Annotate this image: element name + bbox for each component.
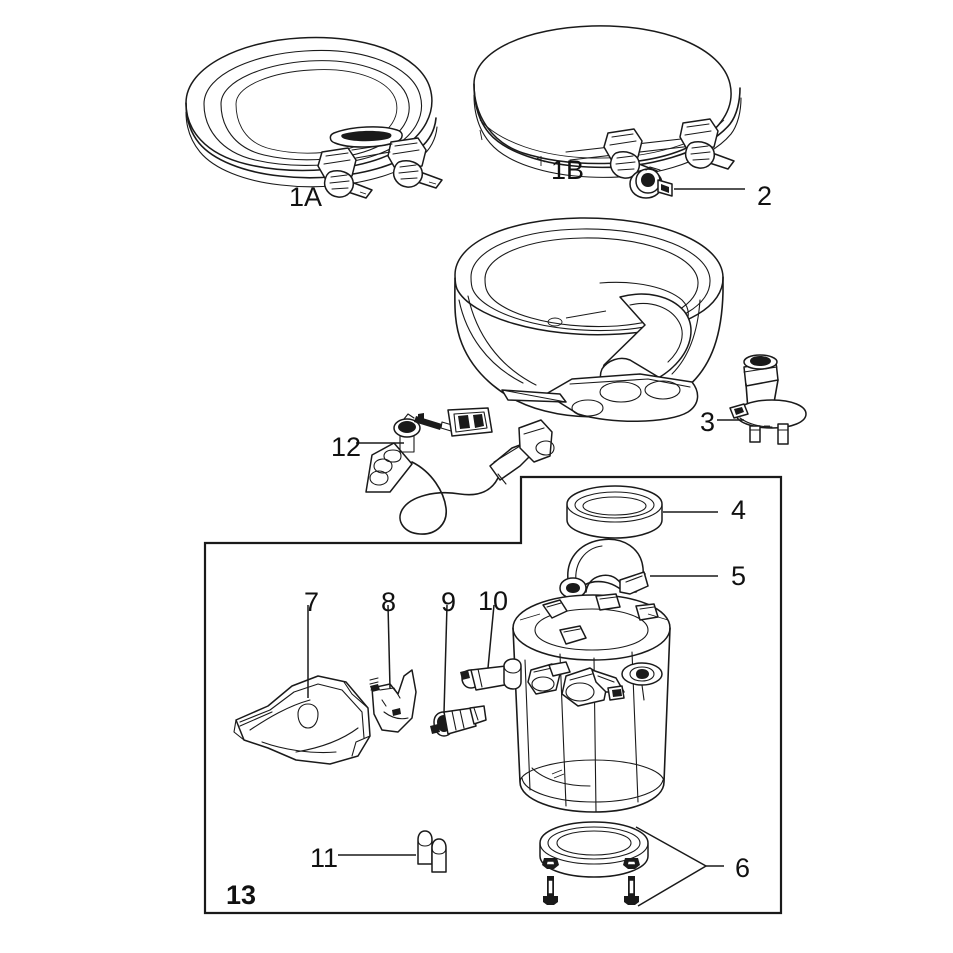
part-toilet-seat-lid-1a [185, 36, 443, 199]
part-foot-pedal-7 [233, 675, 371, 765]
part-pedal-bracket-8 [369, 669, 417, 733]
seat-hinge-right-1a [387, 137, 443, 189]
callout-label-1a: 1A [289, 182, 323, 212]
part-mounting-nuts-6 [542, 858, 640, 869]
part-bowl-seal-ring-4 [566, 485, 663, 539]
callout-label-2: 2 [757, 181, 773, 211]
callout-label-10: 10 [478, 586, 509, 616]
part-floor-seal-ring-6 [539, 821, 649, 878]
part-bushing-9 [430, 705, 487, 737]
callout-label-12: 12 [331, 432, 362, 462]
seat-hinge-right-1b [679, 118, 735, 170]
leader-10 [487, 604, 495, 669]
callout-label-11: 11 [310, 843, 339, 873]
leader-9 [443, 604, 448, 714]
part-water-valve-3 [729, 354, 807, 445]
part-valve-cover-5 [559, 538, 649, 599]
callout-label-6: 6 [735, 853, 751, 883]
callout-label-9: 9 [441, 587, 457, 617]
leader-8 [387, 604, 391, 689]
seat-hinge-left-1a [317, 147, 373, 199]
group-13-box-outline [203, 475, 783, 915]
part-mounting-bolts-6 [543, 876, 639, 905]
callout-label-13: 13 [226, 880, 257, 910]
leader-lines [307, 188, 745, 907]
part-pivot-pin-10 [460, 658, 522, 691]
part-hand-sprayer-12 [365, 407, 555, 535]
part-toilet-bowl [454, 217, 724, 423]
callout-label-1b: 1B [551, 155, 585, 185]
part-toilet-seat-lid-1b [473, 25, 742, 180]
callout-label-3: 3 [700, 407, 716, 437]
part-hinge-bolt-2 [629, 166, 673, 199]
part-pump-base-housing [512, 593, 671, 813]
seat-hinge-left-1b [603, 128, 658, 180]
callout-label-5: 5 [731, 561, 747, 591]
callout-label-4: 4 [731, 495, 747, 525]
part-spacer-caps-11 [417, 830, 447, 873]
callout-label-8: 8 [381, 587, 397, 617]
callout-label-7: 7 [304, 587, 320, 617]
